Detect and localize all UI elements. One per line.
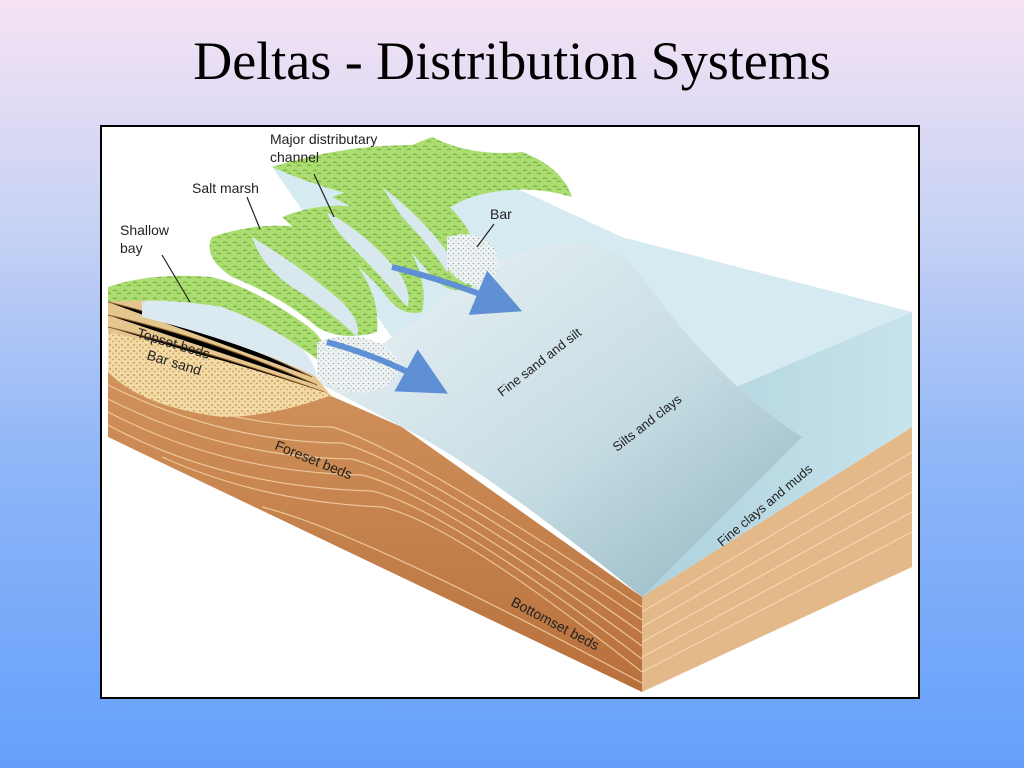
label-major-channel-line2: channel [270,149,319,165]
label-major-channel-line1: Major distributary [270,131,377,147]
bar-sand-lens [108,332,332,417]
label-bar: Bar [490,206,512,222]
label-shallow-bay-line1: Shallow [120,222,170,238]
delta-front-slope [317,241,802,597]
flow-arrow-lower [326,339,448,394]
slide-title: Deltas - Distribution Systems [193,31,831,91]
flow-arrow-upper [391,264,523,315]
delta-block-diagram: Major distributary channel Salt marsh Sh… [107,131,913,692]
bottomset-layer-lines [641,451,913,673]
delta-diagram-frame: Major distributary channel Salt marsh Sh… [100,125,920,699]
distributary-channels [252,187,450,337]
sediment-right-face [642,427,912,692]
label-leader-lines [161,173,495,303]
river-mouth-bar-lower [317,336,399,393]
label-shallow-bay-line2: bay [120,240,143,256]
label-salt-marsh: Salt marsh [192,180,259,196]
shallow-bay-water [142,297,317,377]
